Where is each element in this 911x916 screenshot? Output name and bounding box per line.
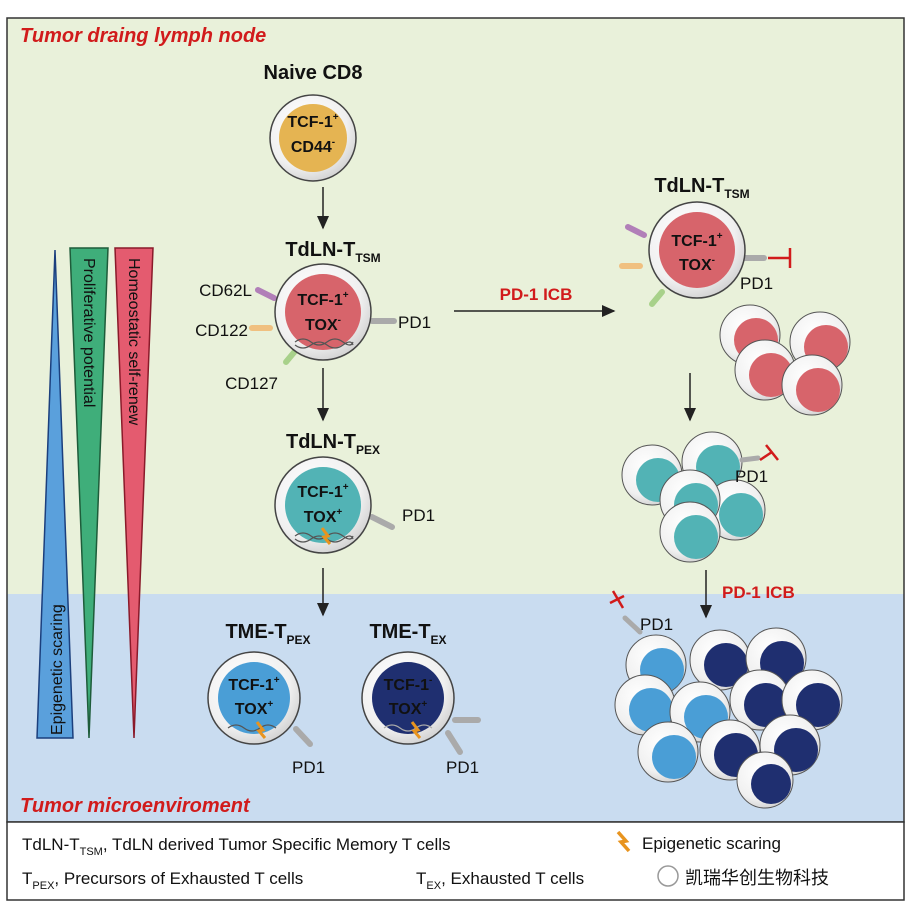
- svg-text:PD1: PD1: [640, 615, 673, 634]
- svg-text:PD1: PD1: [446, 758, 479, 777]
- wechat-icon: [657, 865, 679, 887]
- tdln-tsm-cell: TdLN-TTSM TCF-1+ TOX- CD62L CD122 CD127 …: [195, 239, 431, 393]
- svg-text:TdLN-TTSM: TdLN-TTSM: [285, 239, 380, 265]
- svg-text:TOX-: TOX-: [305, 315, 341, 334]
- tme-tpex-cell: TME-TPEX TCF-1+ TOX+ PD1: [207, 621, 325, 777]
- watermark: 凯瑞华创生物科技: [685, 868, 829, 888]
- proliferative-label: Proliferative potential: [80, 258, 97, 407]
- tpex-cluster: PD1: [621, 431, 779, 563]
- cd127-label: CD127: [225, 374, 278, 393]
- svg-text:TdLN-TPEX: TdLN-TPEX: [286, 431, 380, 457]
- svg-text:PD1: PD1: [292, 758, 325, 777]
- region-title-lymph: Tumor draing lymph node: [20, 25, 266, 47]
- region-title-tme: Tumor microenviroment: [20, 795, 251, 817]
- tdln-tpex-cell: TdLN-TPEX TCF-1+ TOX+ PD1: [274, 431, 435, 554]
- tme-cluster: PD1: [609, 590, 843, 809]
- svg-text:TCF-1+: TCF-1+: [287, 112, 338, 131]
- svg-text:TOX-: TOX-: [679, 255, 715, 274]
- icb-right-label: PD-1 ICB: [722, 583, 795, 602]
- scaring-label: Epigenetic scaring: [49, 604, 66, 735]
- cd122-label: CD122: [195, 321, 248, 340]
- svg-text:TdLN-TTSM: TdLN-TTSM: [654, 175, 749, 201]
- legend-tpex: TPEX, Precursors of Exhausted T cells: [22, 869, 303, 892]
- legend-scaring: Epigenetic scaring: [642, 834, 781, 853]
- right-tsm-cell: TdLN-TTSM TCF-1+ TOX- PD1: [619, 175, 792, 307]
- svg-text:TOX+: TOX+: [304, 507, 343, 526]
- tsm-cluster: [719, 304, 851, 416]
- legend-tex: TEX, Exhausted T cells: [416, 869, 584, 892]
- self-renew-wedge: [114, 247, 154, 739]
- scaring-wedge: [36, 249, 74, 739]
- naive-title: Naive CD8: [264, 62, 363, 84]
- svg-text:PD1: PD1: [402, 506, 435, 525]
- self-renew-label: Homeostatic self-renew: [125, 258, 142, 426]
- svg-text:TCF-1+: TCF-1+: [228, 675, 279, 694]
- svg-text:TME-TPEX: TME-TPEX: [225, 621, 310, 647]
- tsm-pd1-label: PD1: [398, 313, 431, 332]
- naive-m2: CD44: [291, 139, 332, 156]
- svg-text:CD44-: CD44-: [291, 137, 335, 156]
- lightning-icon: [616, 830, 631, 853]
- svg-text:TOX+: TOX+: [235, 699, 274, 718]
- svg-text:PD1: PD1: [740, 274, 773, 293]
- svg-text:TME-TEX: TME-TEX: [369, 621, 446, 647]
- legend-box: [6, 821, 905, 901]
- svg-text:TCF-1+: TCF-1+: [297, 290, 348, 309]
- naive-m1: TCF-1: [287, 114, 332, 131]
- svg-text:TOX+: TOX+: [389, 699, 428, 718]
- naive-cd8-cell: Naive CD8 TCF-1+ CD44-: [264, 62, 363, 182]
- tme-tex-cell: TME-TEX TCF-1- TOX+ PD1: [361, 621, 481, 777]
- cd62l-label: CD62L: [199, 281, 252, 300]
- svg-text:TCF-1+: TCF-1+: [671, 231, 722, 250]
- icb-top-label: PD-1 ICB: [500, 285, 573, 304]
- svg-text:PD1: PD1: [735, 467, 768, 486]
- proliferative-wedge: [69, 247, 109, 739]
- svg-text:TCF-1-: TCF-1-: [384, 675, 433, 694]
- svg-text:TCF-1+: TCF-1+: [297, 482, 348, 501]
- legend-tsm: TdLN-TTSM, TdLN derived Tumor Specific M…: [22, 835, 451, 858]
